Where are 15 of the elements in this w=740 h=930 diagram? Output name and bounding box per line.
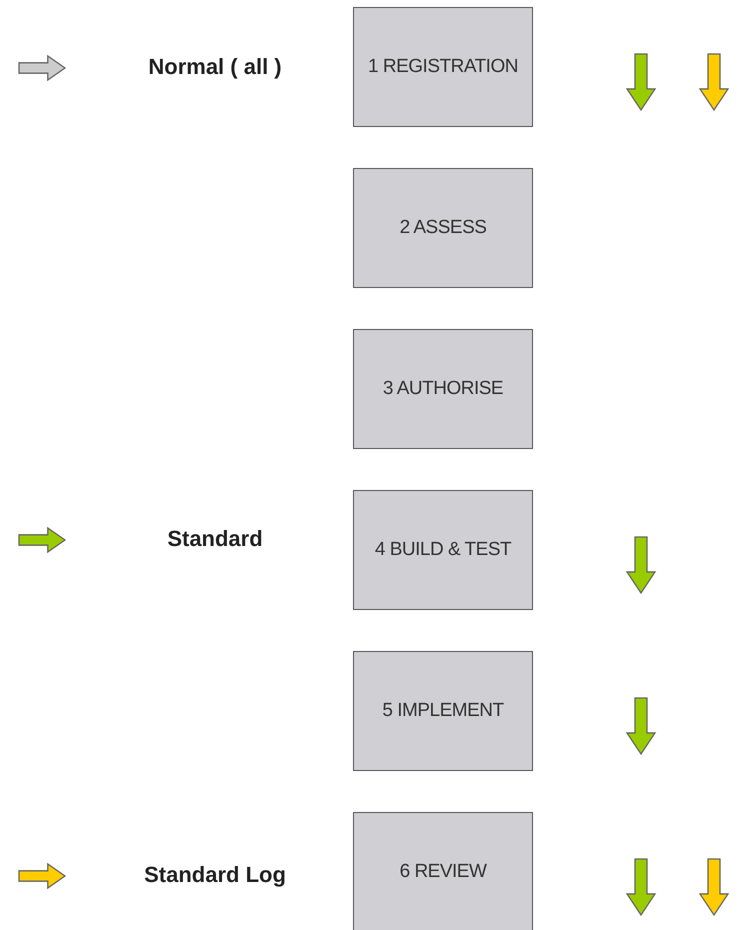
process-box [353, 168, 533, 288]
process-box [353, 7, 533, 127]
step-label: 4 BUILD & TEST [374, 539, 512, 561]
step-label: 1 REGISTRATION [368, 56, 518, 78]
process-box [353, 651, 533, 771]
process-box [353, 490, 533, 610]
legend-label: Standard [167, 526, 263, 552]
step-label: 2 ASSESS [400, 217, 486, 239]
step-label: 5 IMPLEMENT [382, 700, 504, 722]
process-box [353, 329, 533, 449]
step-label: 6 REVIEW [400, 861, 486, 883]
step-label: 3 AUTHORISE [382, 378, 504, 400]
legend-label: Standard Log [144, 862, 286, 888]
process-box [353, 812, 533, 930]
legend-label: Normal ( all ) [148, 54, 282, 80]
